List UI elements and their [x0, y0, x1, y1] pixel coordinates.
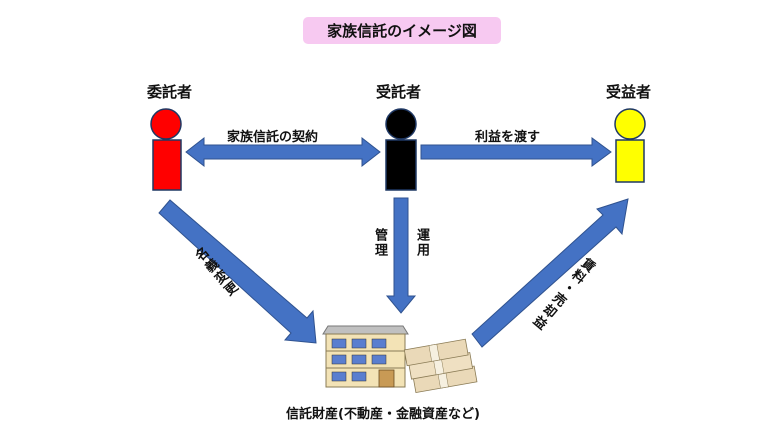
transfer-arrow [158, 199, 317, 344]
beneficiary-person-icon [614, 108, 646, 183]
settlor-label: 委託者 [147, 83, 193, 101]
benefit-label: 利益を渡す [475, 130, 541, 145]
operate-label: 運用 [414, 228, 429, 258]
apartment-building-icon [322, 325, 409, 388]
contract-label: 家族信託の契約 [227, 130, 319, 145]
beneficiary-label: 受益者 [606, 83, 652, 101]
manage-label: 管理 [372, 228, 387, 258]
diagram-title: 家族信託のイメージ図 [303, 17, 501, 44]
contract-double-arrow [185, 136, 381, 168]
benefit-arrow [420, 137, 612, 167]
settlor-person-icon [150, 108, 182, 191]
money-bundle-icon [403, 338, 478, 394]
trustee-label: 受託者 [376, 83, 422, 101]
manage-arrow [385, 197, 417, 314]
asset-caption: 信託財産(不動産・金融資産など) [286, 407, 480, 422]
rent-arrow [471, 198, 629, 348]
trustee-person-icon [385, 108, 417, 191]
diagram-title-text: 家族信託のイメージ図 [327, 22, 477, 40]
